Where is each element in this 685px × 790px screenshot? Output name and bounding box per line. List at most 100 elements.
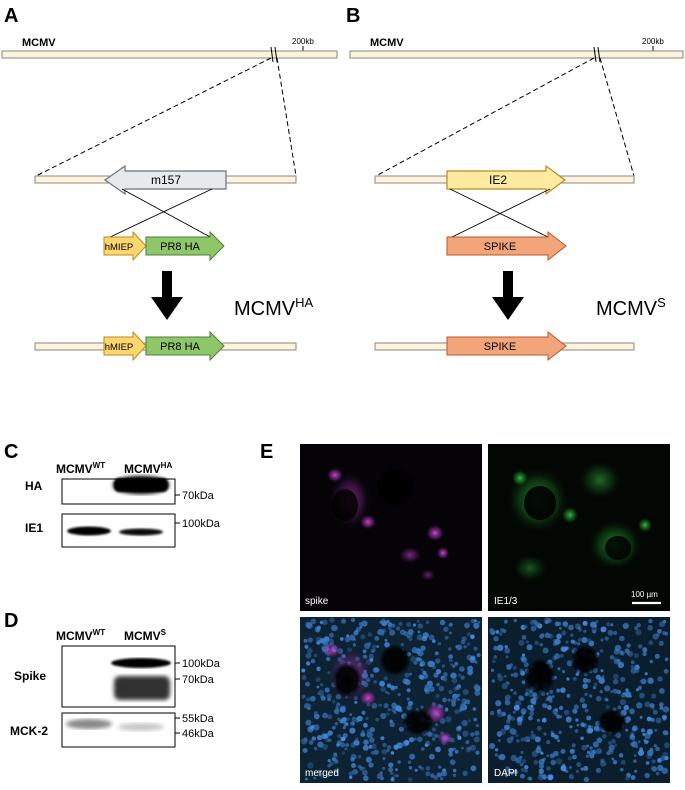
nucleus-dot	[568, 774, 575, 780]
nucleus-dot	[590, 621, 597, 628]
nucleus-dot	[503, 619, 508, 624]
nucleus-dot	[313, 776, 316, 780]
nucleus-dot	[580, 767, 584, 771]
nucleus-dot	[433, 775, 439, 780]
nucleus-dot	[425, 620, 430, 624]
nucleus-dot	[499, 632, 503, 636]
panel-c-lane1-sup: WT	[93, 461, 106, 470]
nucleus-dot	[607, 748, 614, 755]
nucleus-dot	[420, 767, 424, 771]
panel-e-label-ie13: IE1/3	[494, 596, 518, 607]
nucleus-dot	[398, 621, 403, 626]
nucleus-dot	[425, 765, 431, 771]
nucleus-dot	[398, 726, 404, 732]
nucleus-dot	[416, 619, 420, 623]
nucleus-dot	[316, 735, 323, 741]
nucleus-dot	[419, 675, 425, 681]
nucleus-dot	[491, 679, 495, 683]
panel-b-result-label: MCMVS	[596, 295, 666, 320]
nucleus-dot	[636, 623, 641, 628]
nucleus-dot	[583, 776, 590, 783]
nucleus-dot	[407, 760, 412, 764]
nucleus-dot	[342, 725, 347, 730]
nucleus-dot	[520, 751, 524, 754]
nucleus-dot	[569, 725, 573, 729]
panel-a-scale-label: 200kb	[292, 37, 314, 46]
nucleus-dot	[572, 754, 577, 760]
nucleus-dot	[606, 622, 611, 627]
nucleus-dot	[529, 706, 535, 712]
nucleus-dot	[363, 775, 369, 781]
nucleus-dot	[459, 666, 465, 672]
nucleus-dot	[645, 761, 650, 765]
nucleus-dot	[546, 754, 550, 758]
nucleus-dot	[604, 636, 609, 641]
panel-c-band-ie1-ha	[119, 528, 163, 536]
nucleus-dot	[546, 692, 550, 696]
nucleus-dot	[408, 766, 413, 770]
nucleus-dot	[371, 644, 377, 649]
nucleus-dot	[525, 688, 531, 694]
nucleus-dot	[454, 661, 459, 666]
nucleus-dot	[619, 635, 625, 642]
nucleus-dot	[306, 703, 312, 709]
nucleus-dot	[542, 774, 547, 780]
nucleus-dot	[630, 732, 635, 736]
nucleus-dot	[659, 688, 665, 694]
nucleus-dot	[550, 759, 556, 766]
nucleus-dot	[652, 709, 658, 715]
nucleus-dot	[633, 754, 637, 757]
panel-b-ie2-arrow	[446, 164, 567, 196]
nucleus-dot	[560, 646, 566, 652]
nucleus-dot	[634, 653, 639, 658]
nucleus-dot	[571, 743, 576, 748]
nucleus-dot	[362, 766, 366, 770]
nucleus-dot	[633, 759, 637, 763]
nucleus-dot	[365, 756, 372, 763]
panel-d-marker-46: 46kDa	[182, 728, 215, 740]
nucleus-dot	[664, 631, 669, 636]
nucleus-dot	[556, 633, 562, 640]
nucleus-dot	[341, 618, 347, 624]
nucleus-dot	[374, 667, 380, 673]
nucleus-dot	[614, 644, 622, 652]
nucleus-dot	[653, 744, 657, 748]
nucleus-dot	[546, 766, 551, 771]
nucleus-dot	[411, 647, 418, 654]
nucleus-dot	[393, 744, 399, 750]
nucleus-dot	[449, 631, 452, 635]
nucleus-dot	[306, 622, 313, 629]
nucleus-dot	[404, 679, 411, 686]
nucleus-dot	[535, 747, 542, 754]
nucleus-dot	[607, 629, 614, 636]
nucleus-dot	[626, 772, 631, 778]
nucleus-dot	[494, 753, 499, 757]
nucleus-dot	[448, 658, 453, 663]
panel-a-result-hmiep-label: hMIEP	[105, 342, 134, 353]
nucleus-dot	[357, 715, 363, 722]
nucleus-dot	[389, 629, 396, 636]
nucleus-dot	[561, 630, 567, 636]
nucleus-dot	[646, 716, 652, 722]
nucleus-dot	[540, 751, 544, 755]
nucleus-dot	[569, 766, 572, 769]
nucleus-dot	[342, 733, 348, 739]
nucleus-dot	[453, 687, 458, 692]
nucleus-dot	[424, 684, 431, 690]
panel-b-result-base: MCMV	[596, 298, 658, 320]
nucleus-dot	[516, 716, 523, 723]
panel-b-result-sup: S	[657, 295, 666, 310]
panel-a-crossover-line	[121, 188, 213, 239]
nucleus-dot	[371, 743, 377, 750]
nucleus-dot	[391, 707, 397, 713]
nucleus-dot	[443, 626, 449, 632]
nucleus-dot	[554, 621, 560, 627]
panel-a-genome-bar	[1, 50, 338, 59]
nucleus-dot	[418, 657, 423, 662]
nucleus-dot	[332, 753, 338, 760]
nucleus-dot	[395, 768, 398, 772]
nucleus-dot	[513, 672, 519, 678]
nucleus-dot	[301, 675, 307, 681]
nucleus-dot	[519, 762, 524, 767]
